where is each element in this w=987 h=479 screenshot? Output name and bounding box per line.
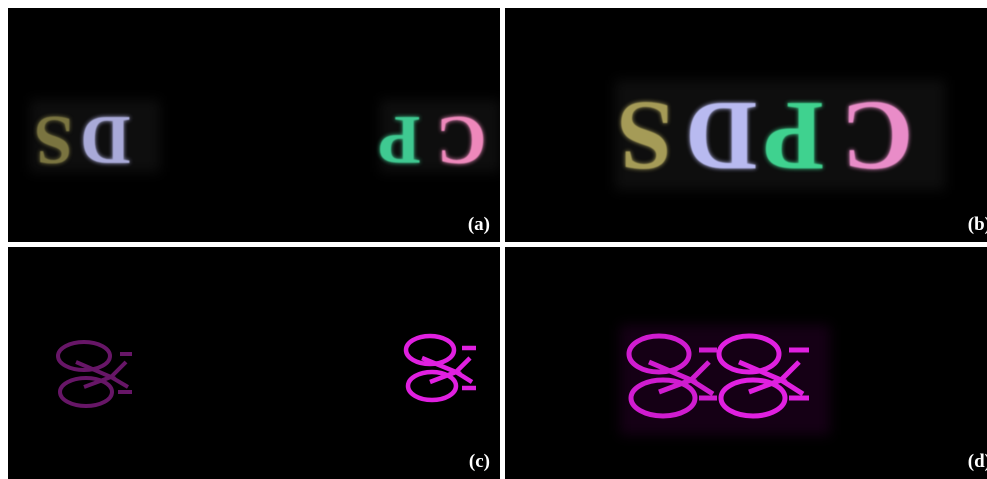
panel-label-c: (c) (468, 451, 490, 472)
panel-d: (d) (505, 247, 987, 479)
bicycle-images-d (626, 333, 809, 419)
panel-label-d: (d) (967, 451, 987, 472)
letter-d-a: D (80, 101, 131, 178)
bicycle-images-c (56, 333, 476, 408)
letter-p-a: P (378, 101, 421, 178)
letter-d-b: D (685, 81, 758, 192)
panel-b: S D P C (b) (505, 8, 987, 242)
panel-label-a: (a) (467, 214, 490, 235)
letter-s-a: S (34, 101, 73, 178)
bicycle-dim-icon (56, 340, 132, 408)
bicycle-bright-icon (403, 333, 476, 403)
letter-c-b: C (841, 81, 914, 192)
bicycle-right-icon (716, 333, 809, 419)
letter-s-b: S (617, 81, 673, 192)
letter-p-b: P (763, 81, 825, 192)
panel-a: S D P C (a) (8, 8, 500, 242)
glow-center (615, 80, 945, 190)
glow-left (30, 100, 160, 172)
letter-c-a: C (436, 101, 487, 178)
glow-right (380, 100, 500, 172)
bicycle-left-icon (626, 333, 717, 419)
panel-label-b: (b) (967, 214, 987, 235)
panel-c: (c) (8, 247, 500, 479)
